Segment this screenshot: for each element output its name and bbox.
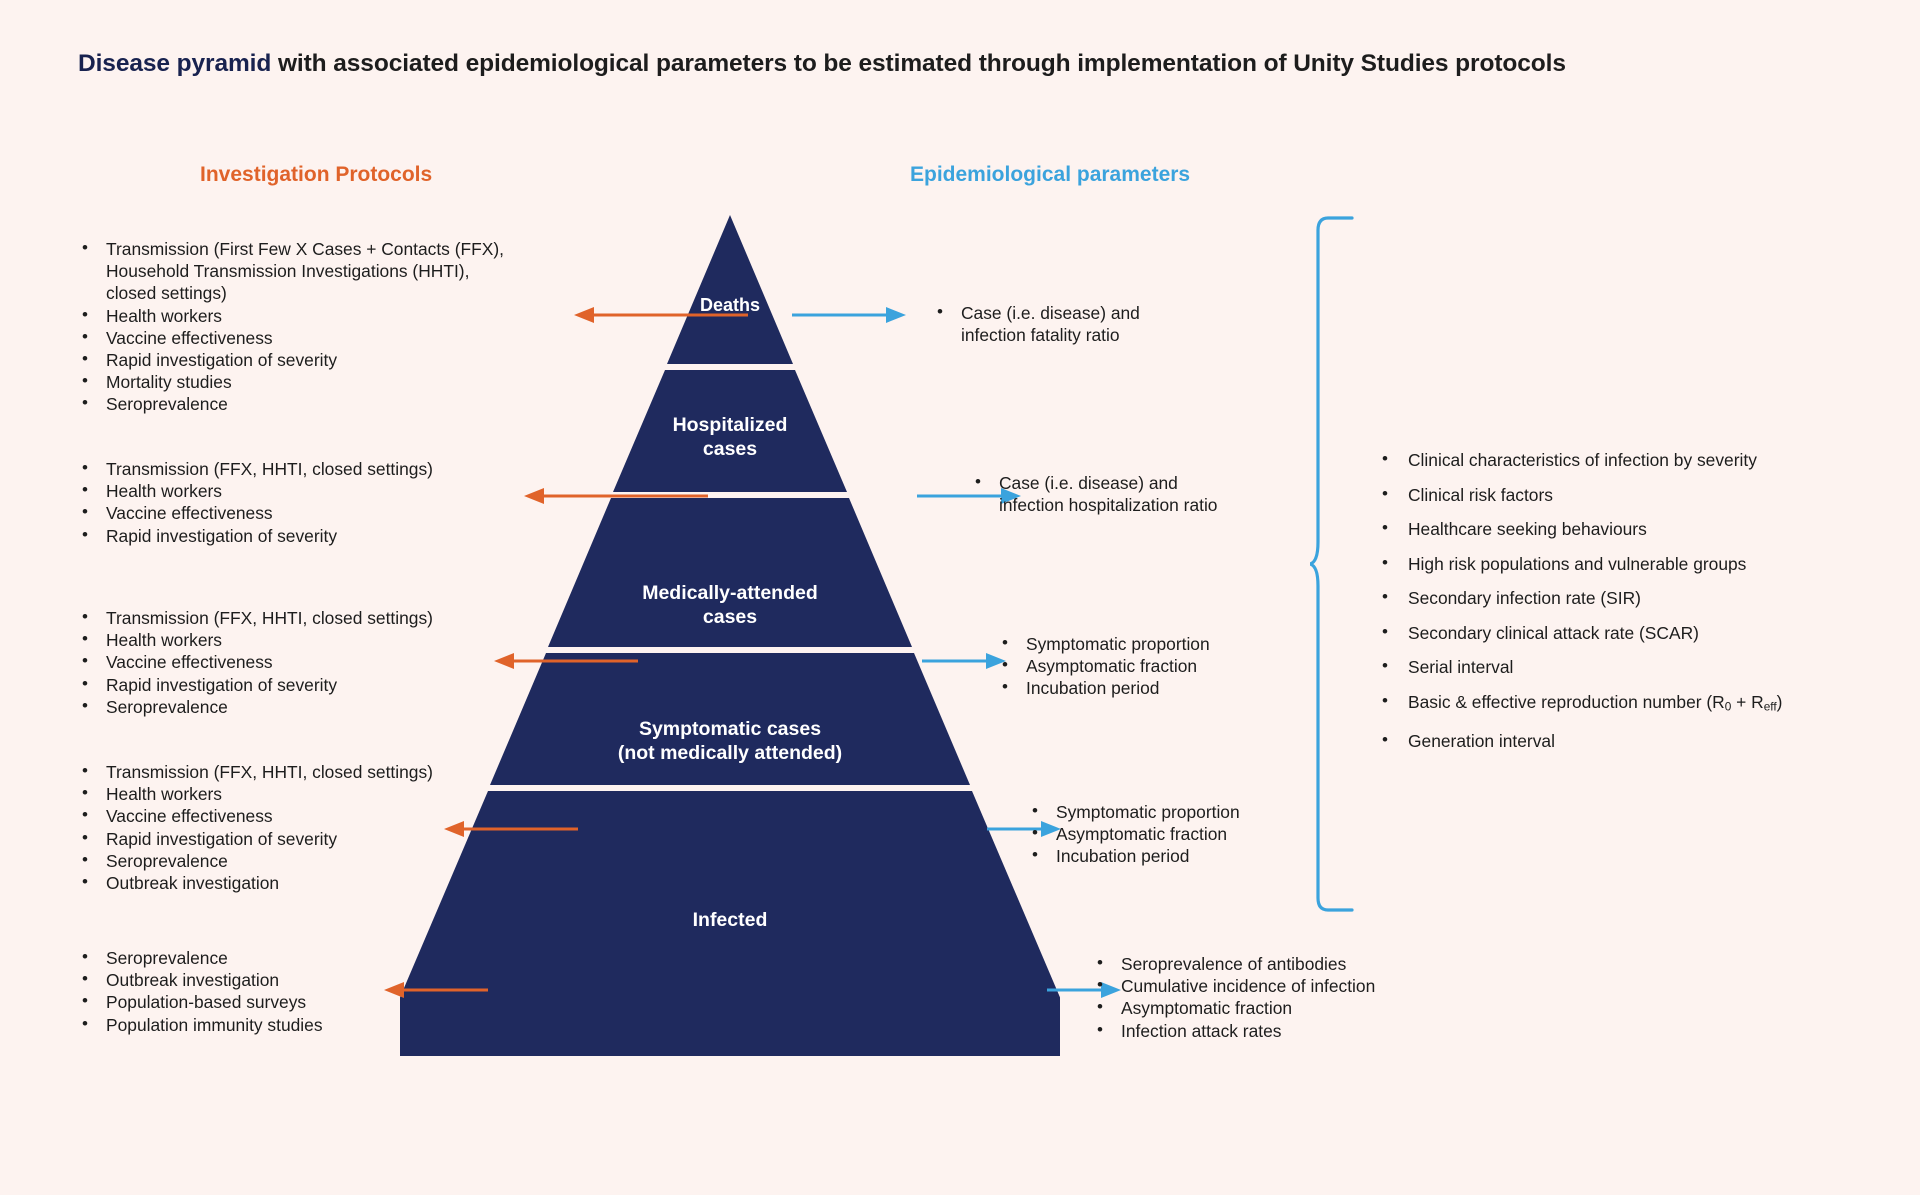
list-item: Seroprevalence xyxy=(80,946,480,969)
pyramid-tier-symptomatic[interactable] xyxy=(490,653,970,785)
pyramid-tier-infected[interactable] xyxy=(375,791,1085,1056)
list-item: Transmission (FFX, HHTI, closed settings… xyxy=(80,760,480,783)
page-title-rest: with associated epidemiological paramete… xyxy=(271,50,1566,77)
arrow-right-medically-attended xyxy=(922,653,1006,669)
list-item: Incubation period xyxy=(1030,844,1350,867)
protocol-list-medically-attended: Transmission (FFX, HHTI, closed settings… xyxy=(80,606,480,718)
parameter-list-medically-attended: Symptomatic proportion Asymptomatic frac… xyxy=(1000,632,1320,700)
parameter-list-infected: Seroprevalence of antibodies Cumulative … xyxy=(1095,952,1455,1042)
list-item: Vaccine effectiveness xyxy=(80,804,480,827)
list-item: Secondary infection rate (SIR) xyxy=(1378,587,1888,608)
list-item: Population immunity studies xyxy=(80,1013,480,1036)
list-item: Seroprevalence xyxy=(80,392,510,415)
page-title: Disease pyramid with associated epidemio… xyxy=(78,50,1566,78)
list-item: Basic & effective reproduction number (R… xyxy=(1378,691,1888,717)
list-item: Health workers xyxy=(80,782,480,805)
list-item: Rapid investigation of severity xyxy=(80,524,480,547)
list-item: Transmission (FFX, HHTI, closed settings… xyxy=(80,457,480,480)
pyramid-tier-medically-attended[interactable] xyxy=(548,498,912,647)
list-item: Rapid investigation of severity xyxy=(80,673,480,696)
list-item: Asymptomatic fraction xyxy=(1095,996,1455,1019)
list-item: Outbreak investigation xyxy=(80,871,480,894)
pyramid-tier-hospitalized[interactable] xyxy=(613,370,847,492)
protocol-list-infected: Seroprevalence Outbreak investigation Po… xyxy=(80,946,480,1036)
pyramid-svg xyxy=(375,215,1085,1056)
list-item: Symptomatic proportion xyxy=(1000,632,1320,655)
list-item: Asymptomatic fraction xyxy=(1030,822,1350,845)
list-item: Vaccine effectiveness xyxy=(80,326,510,349)
cross-cutting-brace xyxy=(1310,216,1354,912)
list-item: Seroprevalence xyxy=(80,695,480,718)
list-item: Health workers xyxy=(80,479,480,502)
list-item: Incubation period xyxy=(1000,676,1320,699)
list-item: Vaccine effectiveness xyxy=(80,501,480,524)
protocol-list-deaths: Transmission (First Few X Cases + Contac… xyxy=(80,237,510,416)
list-item: Serial interval xyxy=(1378,656,1888,677)
arrow-right-deaths xyxy=(792,307,906,323)
parameter-list-deaths: Case (i.e. disease) and infection fatali… xyxy=(935,301,1255,346)
list-item: Seroprevalence xyxy=(80,849,480,872)
list-item: Rapid investigation of severity xyxy=(80,827,480,850)
arrow-left-medically-attended xyxy=(494,653,638,669)
investigation-protocols-heading: Investigation Protocols xyxy=(200,163,433,186)
list-item: Clinical risk factors xyxy=(1378,484,1888,505)
page-title-bold: Disease pyramid xyxy=(78,50,272,77)
pyramid-tier-deaths[interactable] xyxy=(667,215,793,364)
protocol-list-hospitalized: Transmission (FFX, HHTI, closed settings… xyxy=(80,457,480,547)
list-item: Clinical characteristics of infection by… xyxy=(1378,449,1888,470)
list-item: Case (i.e. disease) and infection fatali… xyxy=(935,301,1255,346)
epidemiological-parameters-heading: Epidemiological parameters xyxy=(910,163,1191,186)
list-item: Symptomatic proportion xyxy=(1030,800,1350,823)
list-item: Outbreak investigation xyxy=(80,968,480,991)
list-item: Mortality studies xyxy=(80,370,510,393)
list-item: Seroprevalence of antibodies xyxy=(1095,952,1455,975)
list-item: Generation interval xyxy=(1378,730,1888,751)
arrow-left-hospitalized xyxy=(524,488,708,504)
list-item: High risk populations and vulnerable gro… xyxy=(1378,553,1888,574)
list-item: Population-based surveys xyxy=(80,990,480,1013)
list-item: Health workers xyxy=(80,304,510,327)
cross-cutting-parameter-list: Clinical characteristics of infection by… xyxy=(1378,449,1888,765)
list-item: Transmission (FFX, HHTI, closed settings… xyxy=(80,606,480,629)
list-item: Secondary clinical attack rate (SCAR) xyxy=(1378,622,1888,643)
list-item: Asymptomatic fraction xyxy=(1000,654,1320,677)
parameter-list-hospitalized: Case (i.e. disease) and infection hospit… xyxy=(973,471,1313,516)
list-item: Vaccine effectiveness xyxy=(80,650,480,673)
arrow-left-deaths xyxy=(574,307,748,323)
list-item: Health workers xyxy=(80,628,480,651)
list-item: Infection attack rates xyxy=(1095,1019,1455,1042)
list-item: Rapid investigation of severity xyxy=(80,348,510,371)
list-item: Healthcare seeking behaviours xyxy=(1378,518,1888,539)
list-item: Case (i.e. disease) and infection hospit… xyxy=(973,471,1313,516)
list-item: Transmission (First Few X Cases + Contac… xyxy=(80,237,510,305)
list-item: Cumulative incidence of infection xyxy=(1095,974,1455,997)
parameter-list-symptomatic: Symptomatic proportion Asymptomatic frac… xyxy=(1030,800,1350,868)
protocol-list-symptomatic: Transmission (FFX, HHTI, closed settings… xyxy=(80,760,480,894)
